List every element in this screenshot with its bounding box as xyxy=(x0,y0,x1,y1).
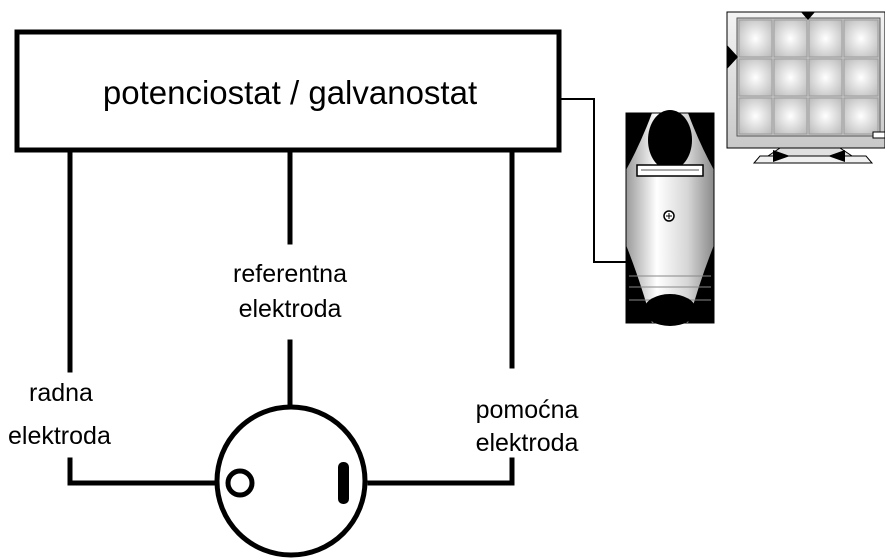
working-electrode-symbol xyxy=(225,468,255,498)
reference-electrode-label-line2: elektroda xyxy=(239,295,342,323)
working-electrode-label-line2: elektroda xyxy=(8,422,111,450)
instrument-box xyxy=(14,29,562,153)
computer-cable xyxy=(559,98,627,263)
pc-tower-icon xyxy=(625,110,715,326)
reference-electrode-label-line1: referentna xyxy=(233,260,347,288)
working-electrode-label-line1: radna xyxy=(29,379,93,407)
counter-electrode-wire-lower xyxy=(367,457,515,486)
monitor-icon xyxy=(726,11,885,164)
counter-electrode-label-line2: elektroda xyxy=(476,429,579,457)
working-electrode-wire-lower xyxy=(67,457,229,486)
counter-electrode-symbol xyxy=(338,462,349,504)
electrochemical-cell xyxy=(214,404,368,558)
instrument-label: potenciostat / galvanostat xyxy=(103,74,477,111)
counter-electrode-label-line1: pomoćna xyxy=(476,396,579,424)
